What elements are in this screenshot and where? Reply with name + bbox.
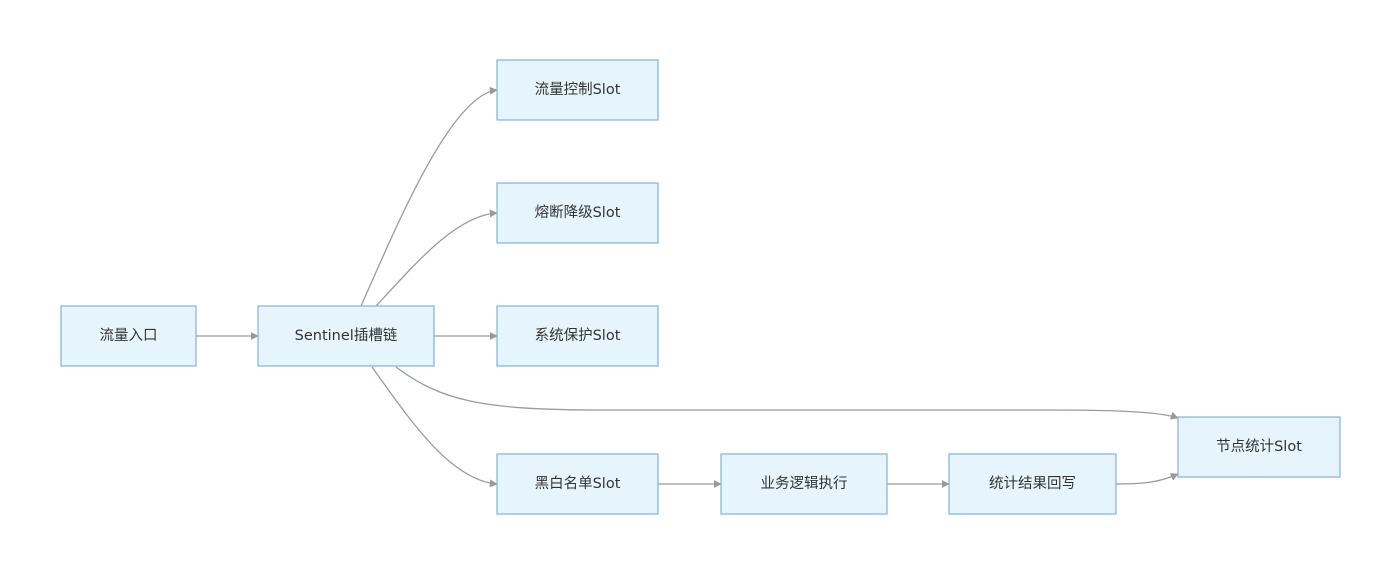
node-authority-slot: 黑白名单Slot — [496, 453, 659, 515]
node-stats-write-back-label: 统计结果回写 — [989, 475, 1076, 492]
node-statistic-slot-label: 节点统计Slot — [1216, 438, 1302, 455]
edges — [196, 86, 1179, 488]
node-business-logic: 业务逻辑执行 — [720, 453, 888, 515]
node-flow-control-slot: 流量控制Slot — [496, 59, 659, 121]
node-business-logic-label: 业务逻辑执行 — [761, 475, 848, 492]
node-system-slot: 系统保护Slot — [496, 305, 659, 367]
node-degrade-slot: 熔断降级Slot — [496, 182, 659, 244]
node-system-slot-label: 系统保护Slot — [535, 327, 621, 344]
node-statistic-slot: 节点统计Slot — [1177, 416, 1341, 478]
node-traffic-entry-label: 流量入口 — [100, 327, 158, 344]
node-flow-control-slot-label: 流量控制Slot — [535, 81, 621, 98]
edge-chain-to-degrade — [375, 209, 498, 307]
edge-stats-write-to-node-stat — [1115, 473, 1179, 485]
node-traffic-entry: 流量入口 — [60, 305, 197, 367]
node-authority-slot-label: 黑白名单Slot — [535, 475, 621, 492]
node-sentinel-slot-chain: Sentinel插槽链 — [257, 305, 435, 367]
node-degrade-slot-label: 熔断降级Slot — [535, 204, 621, 221]
node-sentinel-slot-chain-label: Sentinel插槽链 — [295, 327, 398, 344]
edge-chain-to-node-stat — [395, 366, 1179, 420]
edge-chain-to-authority — [371, 366, 498, 488]
node-stats-write-back: 统计结果回写 — [948, 453, 1117, 515]
edge-chain-to-flow — [360, 86, 498, 307]
nodes: 流量入口 Sentinel插槽链 流量控制Slot 熔断降级Slot 系统保护S… — [60, 59, 1341, 515]
